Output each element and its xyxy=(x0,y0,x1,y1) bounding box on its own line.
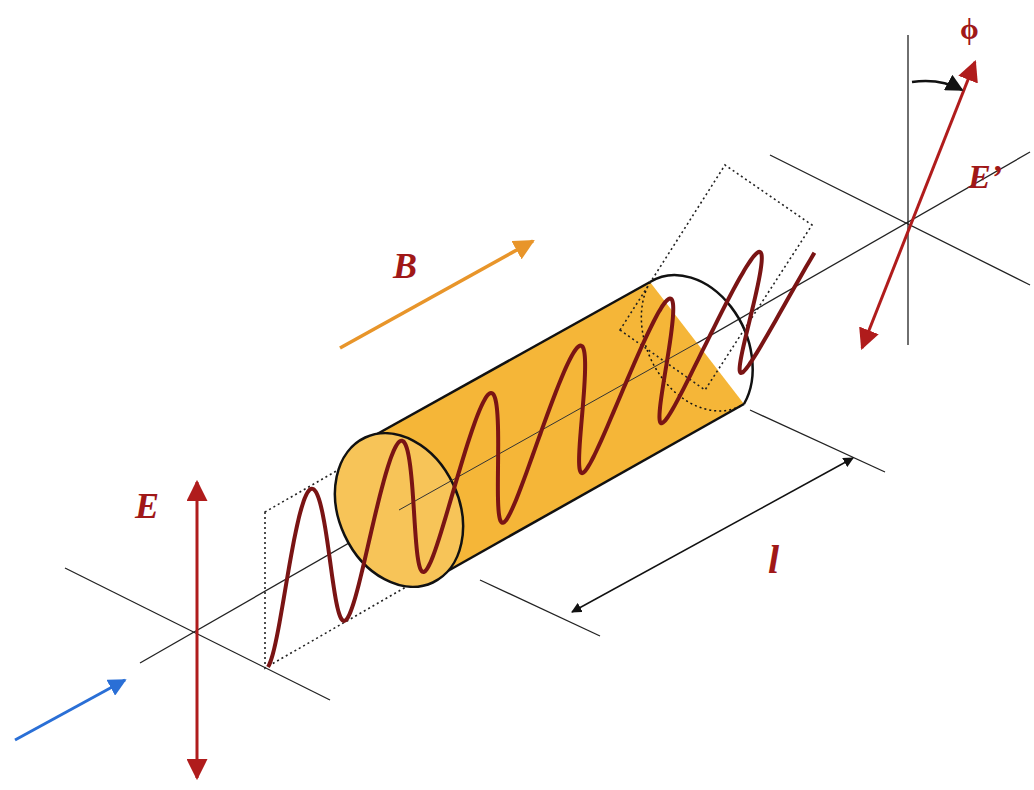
e-field-arrow xyxy=(196,482,199,778)
polarization-plane xyxy=(620,165,812,390)
e-prime-arrow xyxy=(862,62,975,348)
light-wave xyxy=(268,252,814,667)
wave-path xyxy=(268,252,814,667)
axis-lines xyxy=(65,35,1030,700)
angle-label: ϕ xyxy=(960,14,979,44)
b-field-arrow xyxy=(340,241,533,348)
field-label: E’ xyxy=(968,160,1002,194)
light-direction-arrow xyxy=(15,680,125,740)
field-label: E xyxy=(135,488,159,524)
length-label: l xyxy=(768,540,779,580)
axis-inner xyxy=(399,343,697,510)
length-dimension xyxy=(572,458,853,612)
rotation-arc xyxy=(912,81,962,90)
crystal-cylinder xyxy=(311,275,753,608)
field-label: B xyxy=(393,248,417,284)
